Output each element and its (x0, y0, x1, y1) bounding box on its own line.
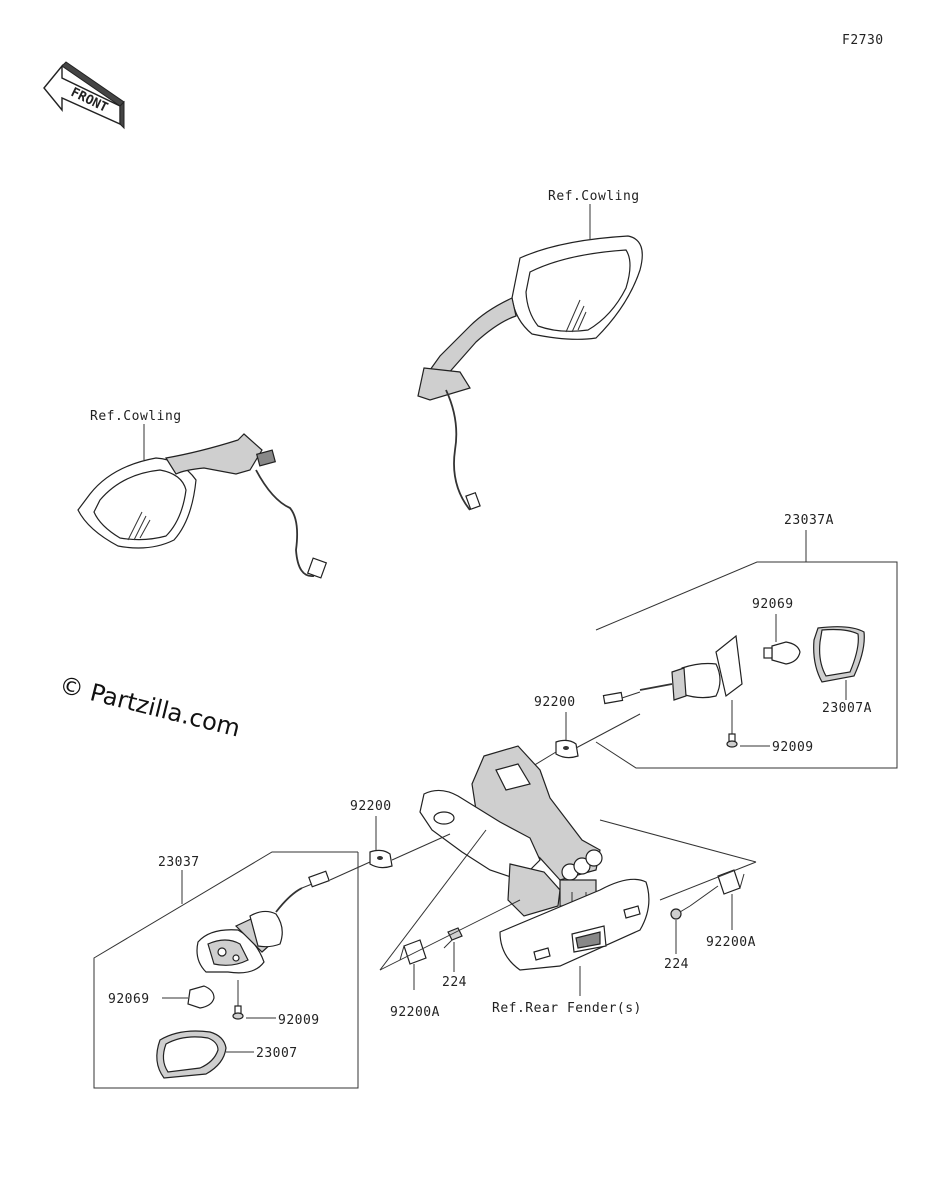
left-bulb (187, 985, 215, 1009)
right-bolt-224 (670, 905, 691, 920)
right-lens (813, 626, 865, 683)
part-92200A-right: 92200A (706, 935, 756, 950)
left-screw (232, 980, 244, 1020)
part-92009-right: 92009 (772, 740, 814, 755)
left-lens (156, 1030, 227, 1079)
part-224-right: 224 (664, 957, 689, 972)
part-92009-left: 92009 (278, 1013, 320, 1028)
part-23037A: 23037A (784, 513, 834, 528)
ref-cowling-right-label: Ref.Cowling (548, 189, 640, 204)
right-turn-signal-body (602, 634, 743, 705)
ref-cowling-left-label: Ref.Cowling (90, 409, 182, 424)
ref-rear-fender-label: Ref.Rear Fender(s) (492, 1001, 642, 1016)
part-23007: 23007 (256, 1046, 298, 1061)
part-23007A: 23007A (822, 701, 872, 716)
rear-fender-bracket (419, 745, 650, 971)
part-224-left: 224 (442, 975, 467, 990)
right-screw (726, 700, 738, 748)
part-92069-left: 92069 (108, 992, 150, 1007)
left-turn-signal-body (196, 870, 330, 974)
part-92200-right: 92200 (534, 695, 576, 710)
right-mirror (417, 235, 643, 511)
part-23037: 23037 (158, 855, 200, 870)
watermark: © Partzilla.com (57, 671, 243, 743)
figure-code: F2730 (842, 33, 884, 48)
right-bulb (763, 641, 801, 665)
left-bolt-224 (443, 927, 463, 949)
part-92200-left: 92200 (350, 799, 392, 814)
part-92200A-left: 92200A (390, 1005, 440, 1020)
part-92069-right: 92069 (752, 597, 794, 612)
left-grommet (369, 849, 393, 869)
left-clip (399, 939, 427, 965)
left-mirror (77, 433, 328, 579)
right-grommet (555, 739, 579, 759)
right-clip (717, 869, 745, 895)
front-arrow-icon: FRONT (43, 61, 125, 130)
